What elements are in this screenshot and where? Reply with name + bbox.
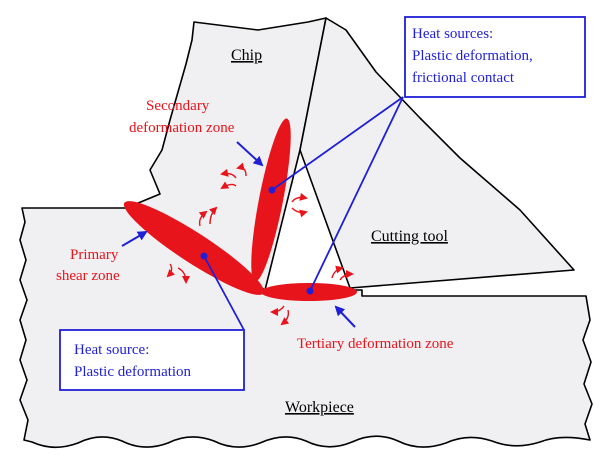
heat-source-line1: Heat source: [74,342,149,358]
heat-sources-callout-box [404,16,586,98]
secondary-zone-label-1: Secondary [146,98,210,114]
primary-zone-label-1: Primary [70,247,119,263]
chip-label: Chip [231,47,262,64]
workpiece-label: Workpiece [285,399,354,416]
heat-flow-arrows [166,162,354,326]
heat-source-callout-box [59,329,245,391]
callout-endpoints [200,186,314,295]
callout-leader-lines [203,96,404,331]
heat-source-line2: Plastic deformation [74,364,192,380]
tertiary-zone-label: Tertiary deformation zone [297,336,454,352]
zone-pointer-arrows [121,141,356,328]
primary-zone-label-2: shear zone [56,268,120,284]
secondary-zone-label-2: deformation zone [129,120,235,136]
primary-shear-zone-shape [123,201,265,295]
heat-sources-line2: Plastic deformation, [412,48,533,64]
heat-sources-line3: frictional contact [412,70,515,86]
secondary-deformation-zone-shape [251,118,291,282]
cutting-tool-body [299,17,575,289]
heat-sources-line1: Heat sources: [412,26,493,42]
cutting-tool-label: Cutting tool [371,228,448,245]
